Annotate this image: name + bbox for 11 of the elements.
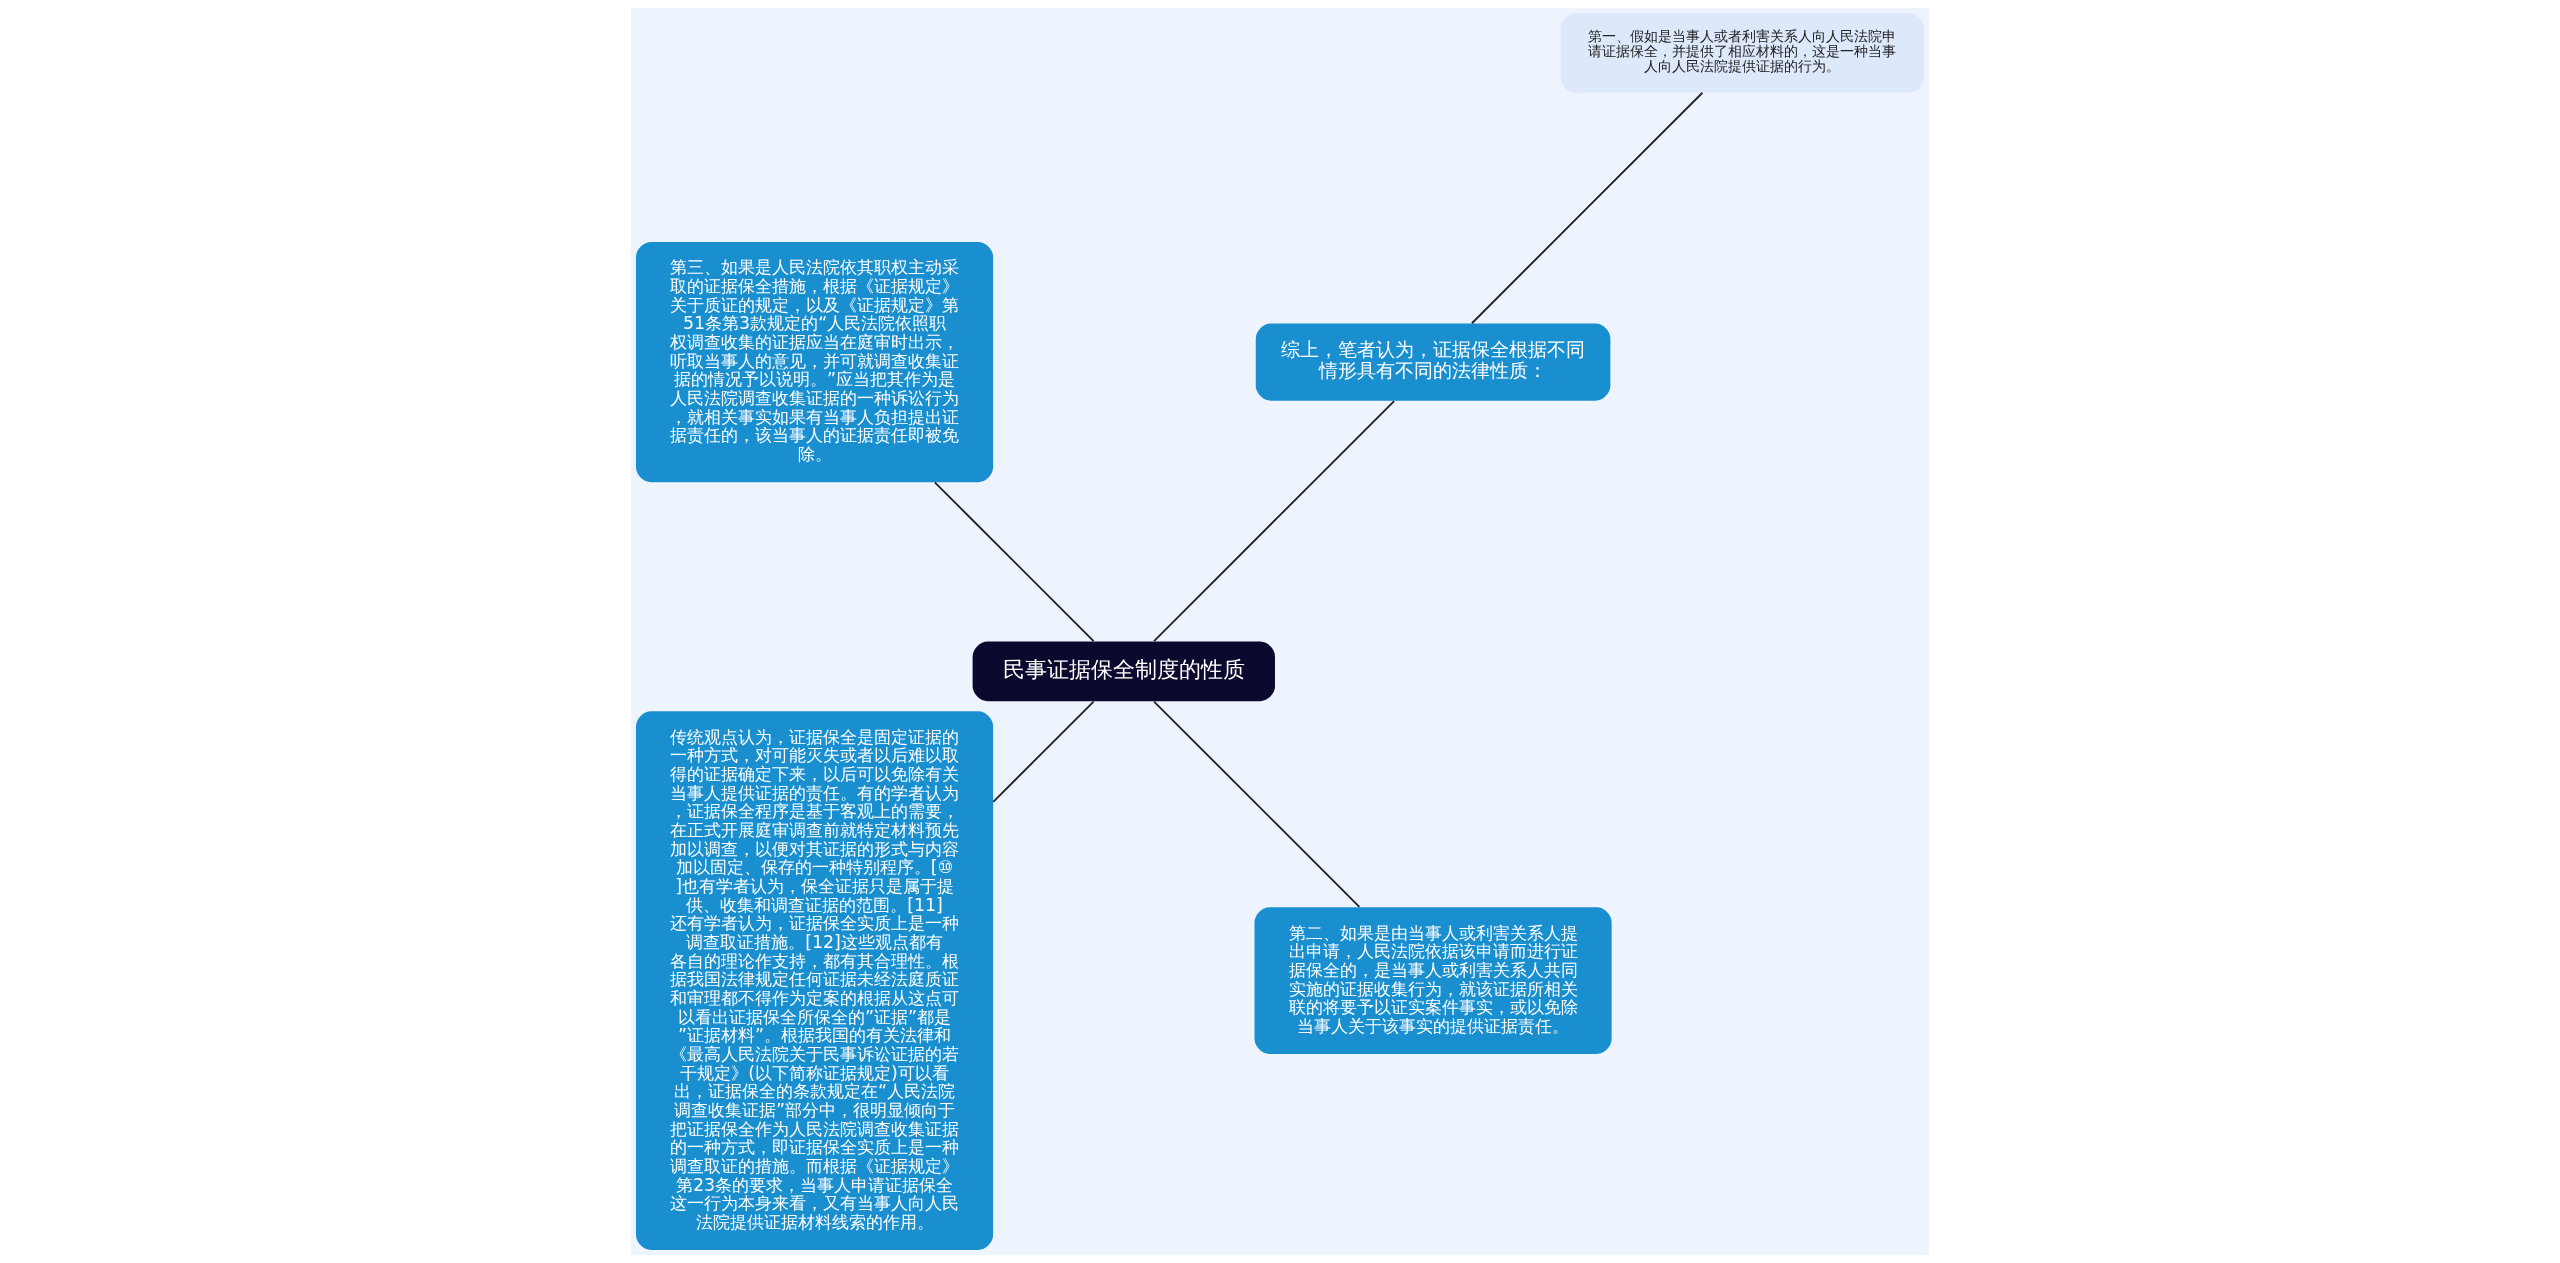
node-box: 第三、如果是人民法院依其职权主动采取的证据保全措施，根据《证据规定》关于质证的规定，以及《证据规定》第51条第3款规定的“人民法院依照职权调查收集的证据应当在庭审时出示，听取当事人的意见，并可就调查收集证据的情况予以说明。”应当把其作为是人民法院调查收集证据的一种诉讼行为，就相关事实如果有当事人负担提出证据责任的，该当事人的证据责任即被免除。 [636, 242, 994, 483]
node-box: 传统观点认为，证据保全是固定证据的一种方式，对可能灭失或者以后难以取得的证据确定下来，以后可以免除有关当事人提供证据的责任。有的学者认为，证据保全程序是基于客观上的需要，在正式开展庭审调查前就特定材料预先加以调查，以便对其证据的形式与内容加以固定、保存的一种特别程序。[⑩]也有学者认为，保全证据只是属于提供、收集和调查证据的范围。[11]还有学者认为，证据保全实质上是一种调查取证措施。[12]这些观点都有各自的理论作支持，都有其合理性。根据我国法律规定任何证据未经法庭质证和审理都不得作为定案的根据从这点可以看出证据保全所保全的”证据”都是”证据材料”。根据我国的有关法律和《最高人民法院关于民事诉讼证据的若干规定》(以下简称证据规定)可以看出，证据保全的条款规定在“人民法院调查收集证据”部分中，很明显倾向于把证据保全作为人民法院调查收集证据的一种方式，即证据保全实质上是一种调查取证的措施。而根据《证据规定》第23条的要求，当事人申请证据保全这一行为本身来看，又有当事人向人民法院提供证据材料线索的作用。 [636, 711, 994, 1250]
connector [1471, 91, 1704, 325]
connector [1153, 400, 1395, 643]
node-box: 民事证据保全制度的性质 [972, 641, 1275, 702]
node-box: 第二、如果是由当事人或利害关系人提出申请，人民法院依据该申请而进行证据保全的，是当事人或利害关系人共同实施的证据收集行为，就该证据所相关联的将要予以证实案件事实，或以免除当事人关于该事实的提供证据责任。 [1254, 907, 1612, 1054]
node-box: 综上，笔者认为，证据保全根据不同情形具有不同的法律性质： [1255, 323, 1611, 401]
connector [933, 481, 1095, 643]
node-box: 第一、假如是当事人或者利害关系人向人民法院申请证据保全，并提供了相应材料的，这是一种当事人向人民法院提供证据的行为。 [1560, 13, 1924, 93]
connector [1153, 700, 1361, 908]
connector [992, 700, 1095, 803]
